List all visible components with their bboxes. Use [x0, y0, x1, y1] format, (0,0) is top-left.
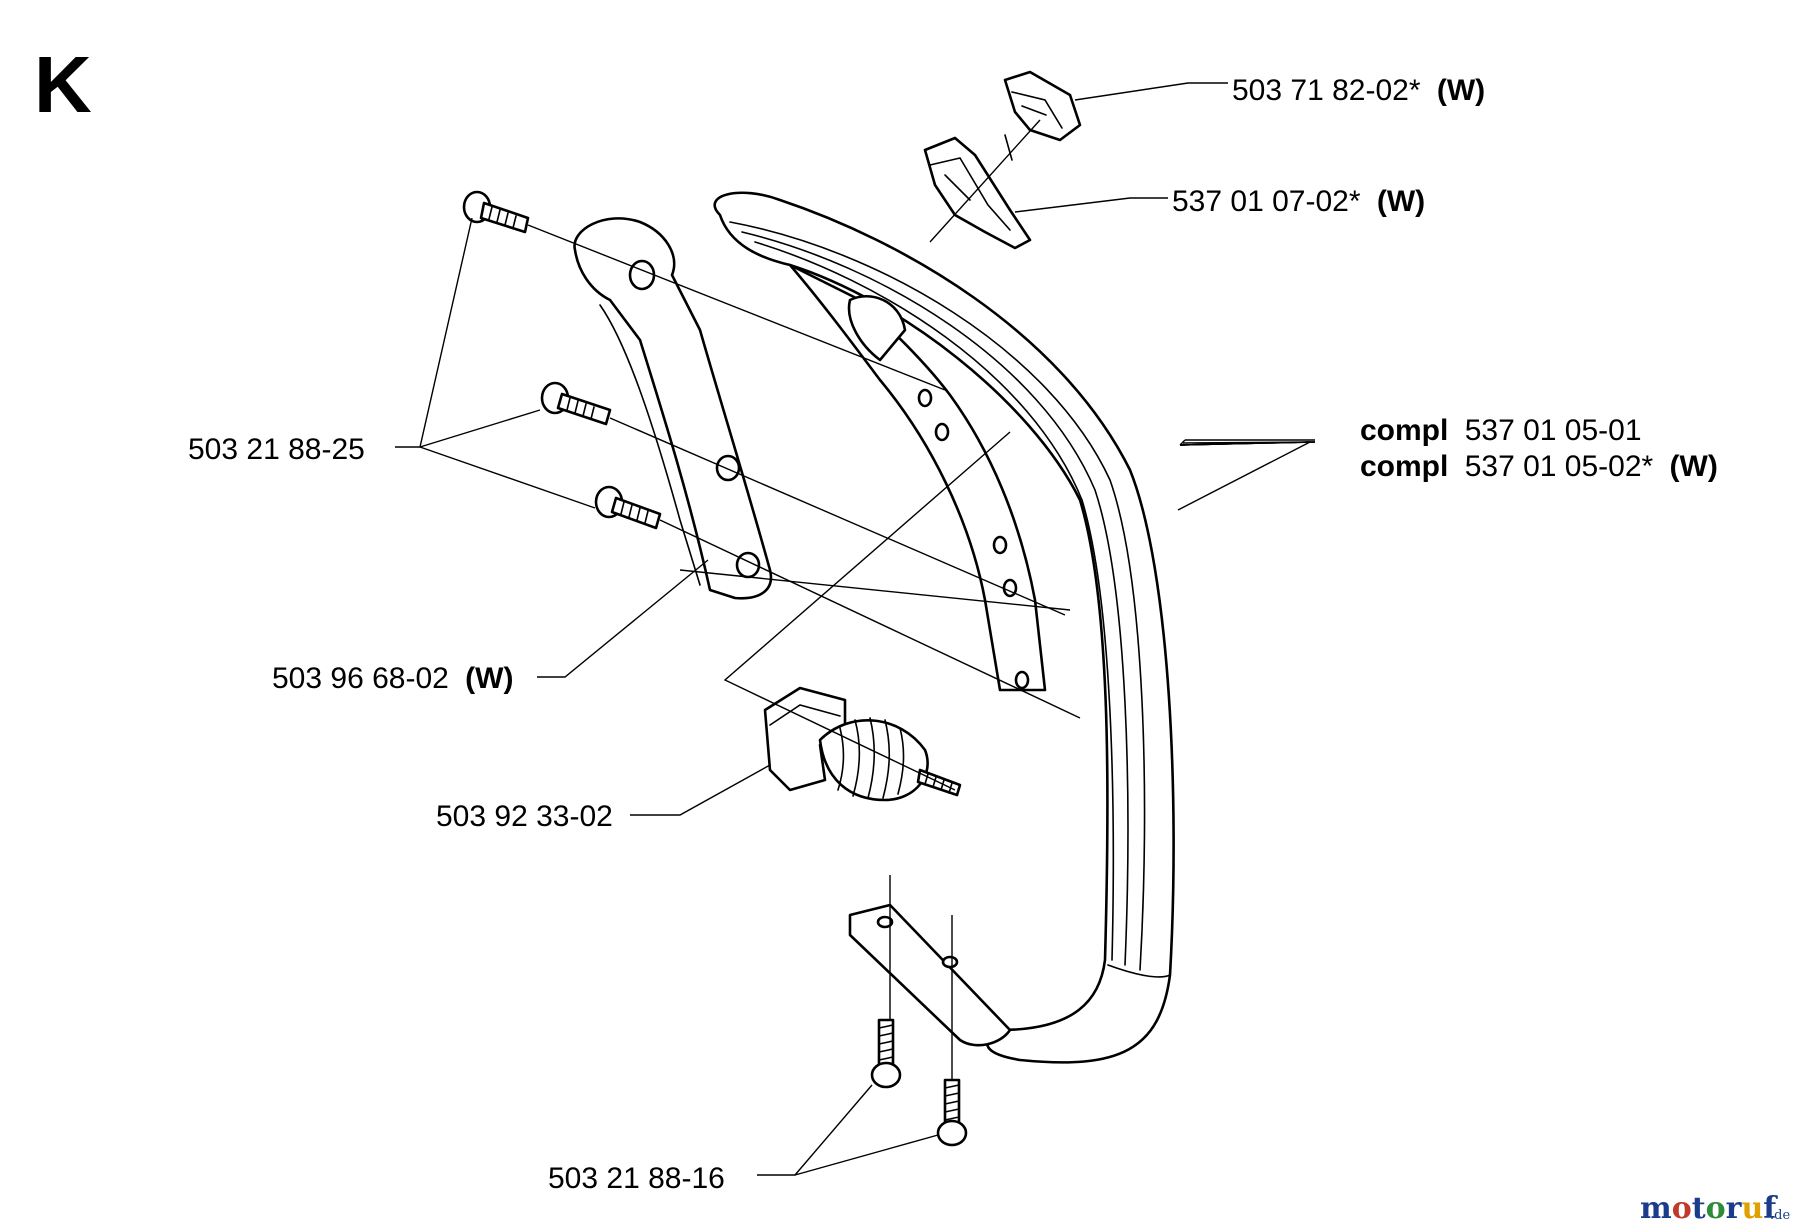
- front-handle-drawing: [713, 191, 1175, 1064]
- svg-text:503 96 68-02 (W): 503 96 68-02 (W): [272, 662, 513, 695]
- watermark-letter: f: [1763, 1191, 1778, 1226]
- watermark-logo: motoruf .de: [1640, 1191, 1790, 1226]
- part-label-screw-bottom: 503 21 88-16: [548, 1162, 725, 1195]
- switch-holder-drawing: [923, 134, 1032, 250]
- svg-text:503 92 33-02: 503 92 33-02: [436, 800, 613, 833]
- svg-text:503 21 88-25: 503 21 88-25: [188, 433, 365, 466]
- leader-lines: [395, 82, 1316, 1176]
- svg-text:503 21 88-16: 503 21 88-16: [548, 1162, 725, 1195]
- watermark-letter: m: [1640, 1191, 1672, 1226]
- watermark-letter: o: [1706, 1191, 1726, 1226]
- watermark-letter: r: [1726, 1191, 1743, 1226]
- trigger-cover-drawing: [1003, 70, 1082, 142]
- watermark-letter: u: [1741, 1191, 1763, 1226]
- part-label-bracket: 503 96 68-02 (W): [272, 662, 513, 695]
- svg-text:compl 537 01 05-01: compl 537 01 05-01: [1360, 414, 1642, 447]
- watermark-letter: o: [1672, 1191, 1692, 1226]
- part-number: 503 71 82-02*: [1232, 74, 1421, 107]
- variant-suffix: (W): [1377, 185, 1425, 218]
- variant-suffix: (W): [1437, 74, 1485, 107]
- variant-suffix: (W): [1670, 450, 1718, 483]
- part-number: 503 96 68-02: [272, 662, 449, 695]
- part-label-trigger-cover: 503 71 82-02* (W): [1232, 74, 1485, 107]
- part-number: 537 01 05-01: [1465, 414, 1642, 447]
- screw-middle-drawing: [540, 381, 612, 426]
- watermark-suffix: .de: [1770, 1208, 1790, 1223]
- compl-prefix: compl: [1360, 414, 1448, 447]
- part-label-spring: 503 92 33-02: [436, 800, 613, 833]
- assembly-lines: [527, 119, 1081, 1080]
- part-number: 503 21 88-25: [188, 433, 365, 466]
- section-letter: K: [34, 40, 92, 129]
- screw-lower-drawing: [594, 485, 662, 530]
- compl-prefix: compl: [1360, 450, 1448, 483]
- part-number: 537 01 07-02*: [1172, 185, 1361, 218]
- part-label-screw-m5: 503 21 88-25: [188, 433, 365, 466]
- screw-bottom-right-drawing: [936, 1078, 968, 1147]
- svg-text:537 01 07-02* (W): 537 01 07-02* (W): [1172, 185, 1425, 218]
- part-label-handle-compl: compl 537 01 05-01 compl 537 01 05-02* (…: [1360, 414, 1718, 483]
- vibration-spring-drawing: [763, 686, 962, 802]
- watermark-text: motoruf: [1640, 1191, 1778, 1226]
- watermark-letter: t: [1692, 1191, 1706, 1226]
- screw-bottom-left-drawing: [870, 1018, 902, 1089]
- svg-text:compl 537 01 05-02*: compl 537 01 05-02* (W): [1360, 450, 1718, 483]
- part-number: 537 01 05-02*: [1465, 450, 1654, 483]
- screw-top-drawing: [462, 190, 530, 234]
- part-number: 503 92 33-02: [436, 800, 613, 833]
- part-number: 503 21 88-16: [548, 1162, 725, 1195]
- variant-suffix: (W): [465, 662, 513, 695]
- part-label-switch-holder: 537 01 07-02* (W): [1172, 185, 1425, 218]
- svg-text:503 71 82-02* (W): 503 71 82-02* (W): [1232, 74, 1485, 107]
